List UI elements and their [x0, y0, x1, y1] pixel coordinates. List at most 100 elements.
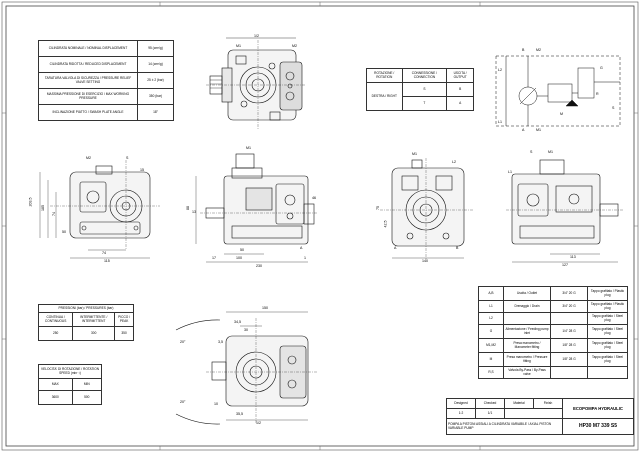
schematic-label: G: [600, 66, 603, 70]
spec-label: TARATURA VALVOLA DI SICUREZZA / PRESSURE…: [38, 72, 138, 89]
dim-label: 34,5: [234, 320, 241, 324]
connection-cell: S: [401, 82, 448, 97]
dim-label: 185: [41, 205, 45, 211]
spec-value: 14 (cm³/g): [137, 56, 174, 73]
port-note: Tappo grafitato / Steel plug: [587, 338, 628, 353]
port-desc: Valvola By-Pass / By-Pass valve: [503, 366, 551, 379]
port-thread: [550, 312, 588, 325]
specs-table: CILINDRATA NOMINALE / NOMINAL DISPLACEME…: [38, 40, 174, 121]
port-desc: [503, 312, 551, 325]
port-desc: Presa manometro / Manometer fitting: [503, 338, 551, 353]
pressure-title: PRESSIONI (bar) / PRESSURES (bar): [38, 304, 134, 313]
company-name: ECOPOMPA HYDRAULIC: [562, 398, 634, 419]
port-thread: 1/8" 28 G: [550, 338, 588, 353]
pump-right-view: [506, 159, 624, 263]
schematic-label: L2: [498, 68, 502, 72]
dim-label: 140: [422, 259, 428, 263]
dim-label: 13: [192, 210, 196, 214]
title-block: Designed Checked Material Finish ECOPOMP…: [446, 398, 634, 435]
port-thread: 3/4" 20 G: [550, 300, 588, 313]
dim-label: M1: [548, 150, 553, 154]
dim-label: 1: [304, 256, 306, 260]
dim-label: 203,5: [28, 197, 33, 207]
dim-label: 100: [236, 256, 242, 260]
schematic-label: S: [612, 106, 615, 110]
port-note: Tappo grafitato / Steel plug: [587, 352, 628, 367]
spec-label: CILINDRATA NOMINALE / NOMINAL DISPLACEME…: [38, 40, 138, 57]
dim-label: M2: [86, 156, 91, 160]
drawing-number: HP30 M7 339 S5: [562, 418, 634, 435]
connection-cell: DESTRA / RIGHT: [366, 82, 403, 111]
port-desc: Presa manometro / Pressure fitting: [503, 352, 551, 367]
port-thread: 1/8" 28 G: [550, 352, 588, 367]
connection-cell: B: [446, 82, 474, 97]
port-note: Tappo grafitato / Steel plug: [587, 312, 628, 325]
port-note: Tappo grafitato / Plastic plug: [587, 300, 628, 313]
port-desc: Uscita / Outlet: [503, 286, 551, 301]
dim-label: L2: [452, 160, 456, 164]
port-code: A,B: [478, 286, 504, 301]
spec-label: INCLINAZIONE PIATTO / SWASH PLATE ANGLE: [38, 104, 138, 121]
dim-label: M2: [292, 44, 297, 48]
schematic-label: M: [560, 112, 563, 116]
speed-value: 500: [71, 390, 103, 405]
schematic-label: R: [596, 92, 599, 96]
pressure-header: PICCO / PEAK: [114, 312, 134, 327]
dim-label: B: [456, 246, 459, 250]
speed-header: MIN: [71, 378, 103, 391]
port-code: R,S: [478, 366, 504, 379]
designed-label: Designed: [446, 398, 476, 409]
spec-value: 350 (bar): [137, 88, 174, 105]
schematic-label: A: [522, 128, 525, 132]
port-code: M1,M2: [478, 338, 504, 353]
pump-end-view: [380, 158, 474, 260]
spec-value: 18°: [137, 104, 174, 121]
drawing-description: POMPA A PISTONI ASSIALI A CILINDRATA VAR…: [446, 418, 563, 435]
connection-cell: T: [401, 96, 448, 111]
port-code: L2: [478, 312, 504, 325]
dim-label: A: [300, 246, 303, 250]
pressure-value: 300: [72, 326, 116, 341]
spec-value: 95 (cm³/g): [137, 40, 174, 57]
connection-header: ROTAZIONE / ROTATION: [366, 68, 403, 83]
dim-label: 75: [376, 206, 380, 210]
dim-label: 10: [214, 402, 218, 406]
pressure-header: INTERMITTENTE / INTERMITTENT: [72, 312, 116, 327]
hydraulic-schematic: [495, 55, 621, 127]
spec-value: 25 ± 2 (bar): [137, 72, 174, 89]
port-desc: Drenaggio / Drain: [503, 300, 551, 313]
dim-label: 50: [240, 248, 244, 252]
port-thread: [550, 366, 588, 379]
schematic-label: B: [522, 48, 525, 52]
port-code: G: [478, 324, 504, 339]
dim-label: A: [394, 246, 397, 250]
speed-header: MAX: [38, 378, 73, 391]
dim-label: 74: [52, 212, 56, 216]
connection-header: CONNESSIONE / CONNECTION: [401, 68, 448, 83]
port-thread: 1/4" 28 G: [550, 324, 588, 339]
scale-value: 1:2: [446, 408, 476, 419]
speed-title: VELOCITA' DI ROTAZIONE / ROTATION SPEED …: [38, 364, 102, 379]
port-code: M: [478, 352, 504, 367]
dim-label: 46: [312, 196, 316, 200]
dim-label: M1: [246, 146, 251, 150]
dim-label: 35,5: [236, 412, 243, 416]
dim-label: 115: [104, 259, 110, 263]
pump-front-view: [39, 160, 160, 259]
dim-label: 15: [140, 168, 144, 172]
dim-label: 20°: [180, 400, 186, 404]
dim-label: 30: [244, 328, 248, 332]
dim-label: M1: [412, 152, 417, 156]
schematic-label: M1: [536, 128, 541, 132]
dim-label: 17: [212, 256, 216, 260]
pump-top-view: [206, 37, 306, 130]
port-note: [587, 366, 628, 379]
material-label: Material: [504, 398, 534, 409]
dim-label: 150: [262, 306, 268, 310]
checked-label: Checked: [475, 398, 505, 409]
dim-label: 74: [102, 251, 106, 255]
speed-table: VELOCITA' DI ROTAZIONE / ROTATION SPEED …: [38, 364, 103, 405]
pressure-value: 250: [37, 326, 74, 341]
dim-label: S: [126, 156, 129, 160]
